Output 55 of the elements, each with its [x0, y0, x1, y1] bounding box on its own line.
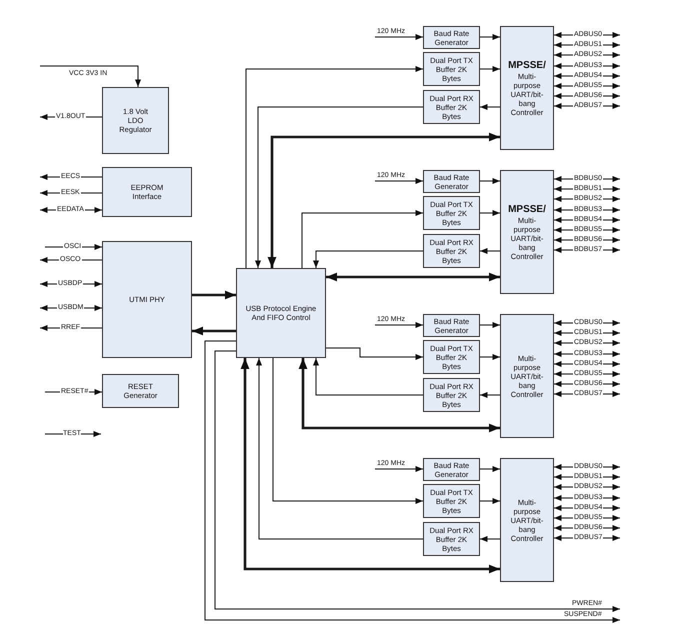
arrow [480, 248, 500, 254]
function-block [423, 484, 480, 518]
arrow [313, 250, 424, 268]
arrow [255, 106, 424, 268]
arrow [480, 498, 500, 504]
arrow [480, 34, 500, 40]
function-block [500, 458, 554, 582]
arrow [374, 34, 424, 40]
function-block [423, 378, 480, 412]
arrow [480, 392, 500, 398]
arrow [302, 210, 424, 268]
function-block [102, 87, 169, 154]
arrow [80, 431, 102, 437]
function-block [423, 90, 480, 124]
function-block [102, 374, 179, 408]
function-block [500, 170, 554, 294]
arrow [480, 536, 500, 542]
function-block [423, 522, 480, 556]
arrow [374, 178, 424, 184]
block-title: MPSSE/ [508, 204, 546, 216]
function-block [423, 26, 480, 49]
arrow [480, 210, 500, 216]
arrow [374, 466, 424, 472]
arrow [480, 354, 500, 360]
arrow [40, 66, 141, 88]
function-block [423, 458, 480, 481]
double-arrow [240, 358, 500, 574]
arrow [192, 326, 236, 336]
arrow [192, 290, 236, 300]
arrow [480, 66, 500, 72]
function-block [423, 170, 480, 193]
arrow [256, 358, 424, 540]
function-block [423, 196, 480, 230]
function-block [423, 314, 480, 337]
double-arrow [326, 272, 500, 282]
arrow [480, 178, 500, 184]
arrow [272, 358, 424, 504]
function-block [423, 340, 480, 374]
function-block [500, 314, 554, 438]
arrow [313, 358, 424, 396]
function-block [102, 241, 192, 358]
function-block [500, 26, 554, 150]
function-block [236, 268, 326, 358]
double-arrow [268, 132, 500, 268]
arrow [374, 322, 424, 328]
arrow [246, 66, 424, 268]
arrow [480, 322, 500, 328]
arrow [326, 348, 424, 360]
arrow [480, 466, 500, 472]
function-block [423, 234, 480, 268]
function-block [423, 52, 480, 86]
function-block [102, 167, 192, 217]
block-title: MPSSE/ [508, 60, 546, 72]
arrow [480, 104, 500, 110]
double-arrow [298, 358, 500, 432]
